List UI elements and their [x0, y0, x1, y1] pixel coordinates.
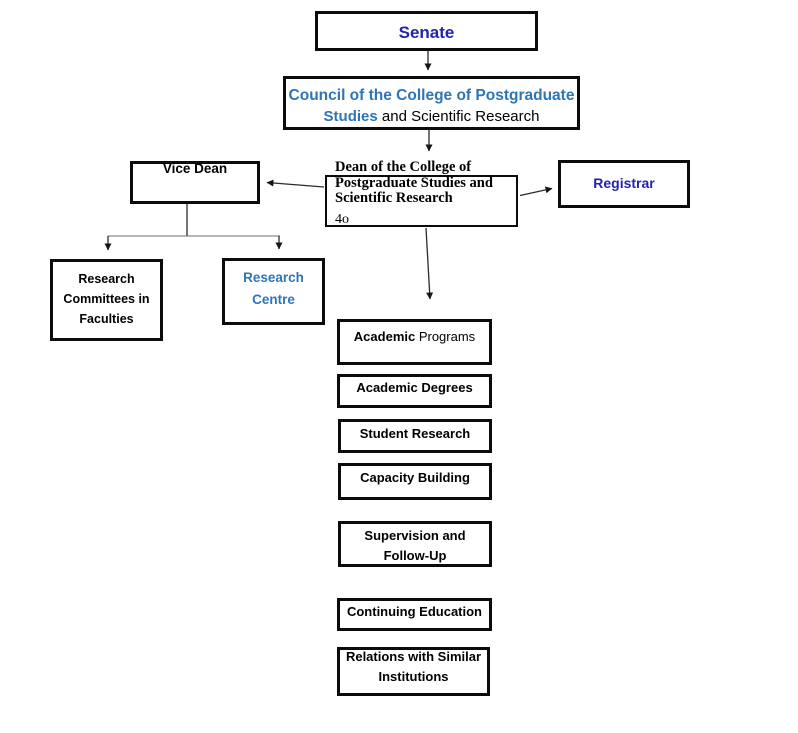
dean-title: Dean of the College of Postgraduate Stud…	[327, 159, 516, 227]
academic-programs-rest: Programs	[415, 329, 476, 344]
research-committees-line2: Committees in	[63, 292, 150, 306]
dean-line3: Scientific Research	[335, 190, 453, 206]
research-centre-line1: Research	[243, 270, 304, 285]
academic-programs-highlight: Academic	[353, 329, 416, 344]
council-line2-highlight: Studies	[323, 108, 378, 126]
connector-dean-vicedean	[266, 179, 325, 188]
continuing-education-label: Continuing Education	[346, 604, 483, 619]
research-committees-line3: Faculties	[79, 312, 134, 326]
node-registrar: Registrar	[558, 160, 690, 208]
relations-wrap: Relations with Similar Institutions	[340, 647, 487, 687]
dean-note: 4o	[335, 211, 349, 227]
node-council: Council of the College of Postgraduate S…	[283, 76, 580, 130]
supervision-line2: Follow-Up	[383, 548, 447, 563]
node-continuing-education: Continuing Education	[337, 598, 492, 631]
registrar-label: Registrar	[593, 175, 655, 191]
node-research-committees: Research Committees in Faculties	[50, 259, 163, 341]
node-research-centre: Research Centre	[222, 258, 325, 325]
node-academic-programs: Academic Programs	[337, 319, 492, 365]
node-capacity-building: Capacity Building	[338, 463, 492, 500]
dean-line2: Postgraduate Studies and	[335, 174, 493, 191]
relations-line2: Institutions	[378, 669, 449, 684]
relations-line1: Relations with Similar	[345, 649, 482, 664]
node-senate: Senate	[315, 11, 538, 51]
node-relations: Relations with Similar Institutions	[337, 647, 490, 696]
node-dean: Dean of the College of Postgraduate Stud…	[325, 159, 518, 227]
node-student-research: Student Research	[338, 419, 492, 453]
capacity-building-label: Capacity Building	[360, 470, 470, 485]
council-line1: Council of the College of Postgraduate	[288, 87, 575, 104]
research-centre-line2: Centre	[252, 292, 295, 307]
node-academic-degrees: Academic Degrees	[337, 374, 492, 408]
node-vice-dean: Vice Dean	[130, 161, 260, 204]
council-line2: Studies and Scientific Research	[286, 108, 577, 127]
student-research-label: Student Research	[359, 426, 471, 441]
node-supervision: Supervision and Follow-Up	[338, 521, 492, 567]
council-line2-rest: and Scientific Research	[377, 108, 540, 126]
connector-dean-programs	[425, 227, 434, 300]
vice-dean-label: Vice Dean	[162, 161, 228, 176]
research-committees-line1: Research	[78, 272, 135, 286]
dean-line1: Dean of the College of	[335, 159, 472, 175]
academic-degrees-label: Academic Degrees	[356, 380, 473, 395]
senate-label: Senate	[398, 23, 455, 42]
connector-dean-registrar	[519, 186, 553, 197]
supervision-line1: Supervision and	[364, 528, 466, 543]
